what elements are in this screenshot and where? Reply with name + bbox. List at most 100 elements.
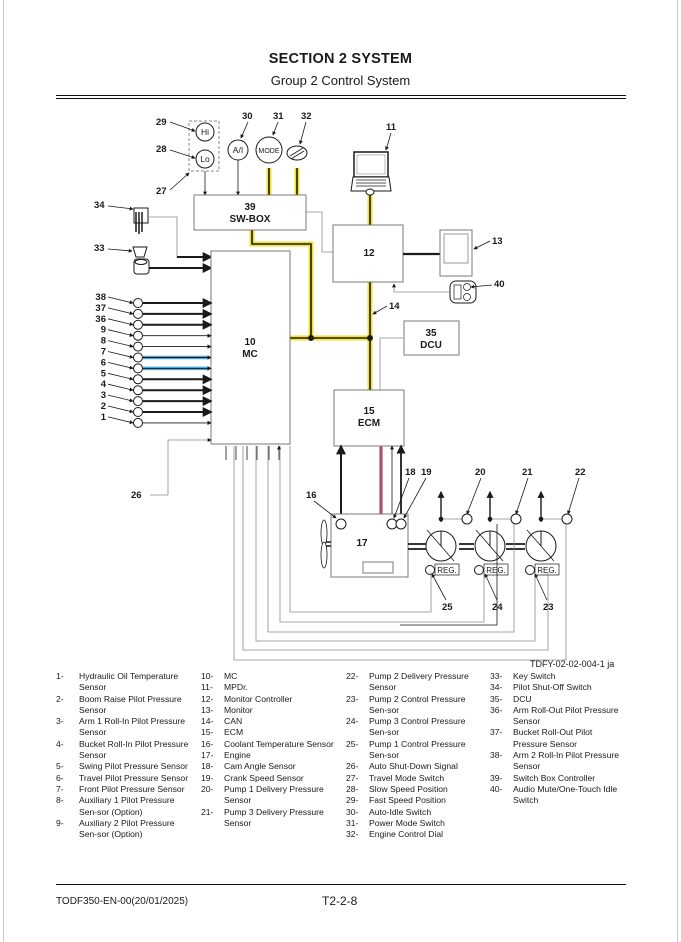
legend-item-number: 32- xyxy=(346,829,359,840)
legend-item-text: Engine xyxy=(224,750,251,761)
legend-item-text: Travel Pilot Pressure Sensor xyxy=(79,772,189,783)
legend-item: 38-Arm 2 Roll-In Pilot Pressure Sensor xyxy=(490,750,626,773)
callouts: 29 28 27 30 31 32 11 13 40 14 34 33 26 1… xyxy=(94,111,586,613)
callout-28: 28 xyxy=(156,144,167,155)
legend-item-text: Engine Control Dial xyxy=(369,829,444,840)
callout-3: 3 xyxy=(101,390,106,401)
sw-box: 39 SW-BOX xyxy=(193,194,307,231)
legend-item-text: Auxiliary 1 Pilot Pressure Sen-sor (Opti… xyxy=(79,795,175,817)
callout-5: 5 xyxy=(101,368,107,379)
legend-item-text: Bucket Roll-Out Pilot Pressure Sensor xyxy=(513,727,593,749)
mode-label: MODE xyxy=(259,148,280,155)
monitor-icon xyxy=(439,229,473,277)
callout-7: 7 xyxy=(101,347,106,358)
callout-16: 16 xyxy=(306,490,317,501)
legend-item: 19-Crank Speed Sensor xyxy=(201,773,341,784)
can-junction xyxy=(308,335,314,341)
pressure-sensor-icon xyxy=(133,298,143,308)
pilot-pressure-sensors xyxy=(133,298,213,428)
legend-item-text: Coolant Temperature Sensor xyxy=(224,738,334,749)
pressure-sensor-icon xyxy=(133,352,143,363)
legend-item-number: 30- xyxy=(346,806,359,817)
legend-item-text: MC xyxy=(224,671,238,681)
page-number: T2-2-8 xyxy=(322,894,358,908)
legend-item-number: 1- xyxy=(56,671,64,681)
regulator-label: REG. xyxy=(537,566,557,575)
legend-item-number: 4- xyxy=(56,738,64,749)
legend-item-number: 26- xyxy=(346,761,359,772)
legend-item: 2-Boom Raise Pilot Pressure Sensor xyxy=(56,694,192,717)
legend-item-text: Bucket Roll-In Pilot Pressure Sensor xyxy=(79,738,189,761)
legend-item: 34-Pilot Shut-Off Switch xyxy=(490,682,626,693)
monitor-controller-number: 12 xyxy=(363,248,375,259)
lo-switch-icon xyxy=(195,149,215,169)
page-edge-right xyxy=(677,0,678,942)
mode-switch-icon xyxy=(255,136,283,164)
legend-item-number: 18- xyxy=(201,761,214,772)
header-rule-2 xyxy=(56,98,626,99)
legend-item-text: Key Switch xyxy=(513,671,556,681)
legend-item: 6-Travel Pilot Pressure Sensor xyxy=(56,773,192,784)
legend-item-text: Pump 2 Control Pressure Sen-sor xyxy=(369,693,466,715)
callout-24: 24 xyxy=(492,602,503,613)
legend-item: 35-DCU xyxy=(490,694,626,705)
legend-item-number: 39- xyxy=(490,772,503,783)
callout-leader xyxy=(107,340,134,348)
legend-item-text: Arm 1 Roll-In Pilot Pressure Sensor xyxy=(79,716,186,738)
legend-item: 31-Power Mode Switch xyxy=(346,818,486,829)
header-rule xyxy=(56,95,626,96)
engine-number: 17 xyxy=(356,538,368,549)
legend-item: 11-MPDr. xyxy=(201,682,341,693)
legend-item: 26-Auto Shut-Down Signal xyxy=(346,761,486,772)
legend-item-number: 17- xyxy=(201,750,214,761)
coolant-sensor xyxy=(335,518,347,530)
key-switch-icon xyxy=(132,246,150,275)
legend-item: 18-Cam Angle Sensor xyxy=(201,761,341,772)
legend-item: 24-Pump 3 Control Pressure Sen-sor xyxy=(346,716,486,739)
callout-2: 2 xyxy=(101,401,106,412)
pressure-sensor-icon xyxy=(133,341,143,352)
ecm-name: ECM xyxy=(358,418,380,429)
legend-item-number: 20- xyxy=(201,783,214,794)
sw-box-number: 39 xyxy=(244,202,256,213)
legend-item: 17- Engine xyxy=(201,750,341,761)
legend-item-number: 10- xyxy=(201,671,214,681)
callout-6: 6 xyxy=(101,357,106,368)
legend-item-text: Arm 2 Roll-In Pilot Pressure Sensor xyxy=(513,750,620,772)
group-title: Group 2 Control System xyxy=(270,73,411,88)
pressure-sensor-icon xyxy=(133,319,143,330)
callout-21: 21 xyxy=(522,467,533,478)
legend-item: 36-Arm Roll-Out Pilot Pressure Sensor xyxy=(490,705,626,728)
pressure-sensor-icon xyxy=(133,363,143,374)
can-bus xyxy=(249,168,373,390)
callout-32: 32 xyxy=(301,111,312,122)
legend-item-text: Swing Pilot Pressure Sensor xyxy=(79,761,188,772)
legend-item-number: 25- xyxy=(346,738,359,749)
regulator-label: REG. xyxy=(486,566,506,575)
legend-item-text: Pump 3 Delivery Pressure Sensor xyxy=(224,806,324,828)
legend-item-number: 8- xyxy=(56,795,64,806)
callout-31: 31 xyxy=(273,111,284,122)
legend-item: 33- Key Switch xyxy=(490,671,626,682)
legend-item-number: 5- xyxy=(56,761,64,772)
callout-leader xyxy=(107,372,134,381)
travel-mode-switch: Hi Lo xyxy=(188,120,220,196)
auto-idle-label: A/I xyxy=(233,145,243,155)
pressure-sensor-icon xyxy=(133,417,143,428)
legend-item: 37-Bucket Roll-Out Pilot Pressure Sensor xyxy=(490,727,626,750)
sw-box-name: SW-BOX xyxy=(230,214,271,225)
legend-item-text: Crank Speed Sensor xyxy=(224,772,304,783)
legend-item: 21-Pump 3 Delivery Pressure Sensor xyxy=(201,807,341,830)
hydraulic-pumps: REG.REG.REG. xyxy=(425,490,573,576)
legend-item-number: 33- xyxy=(490,671,503,681)
legend-item: 1-Hydraulic Oil Temperature Sensor xyxy=(56,671,192,694)
callout-leader xyxy=(107,351,134,359)
legend-item: 39-Switch Box Controller xyxy=(490,773,626,784)
legend-item-text: MPDr. xyxy=(224,682,248,693)
legend-item: 3-Arm 1 Roll-In Pilot Pressure Sensor xyxy=(56,716,192,739)
callout-9: 9 xyxy=(101,325,106,336)
auto-idle-switch: A/I xyxy=(227,139,249,196)
